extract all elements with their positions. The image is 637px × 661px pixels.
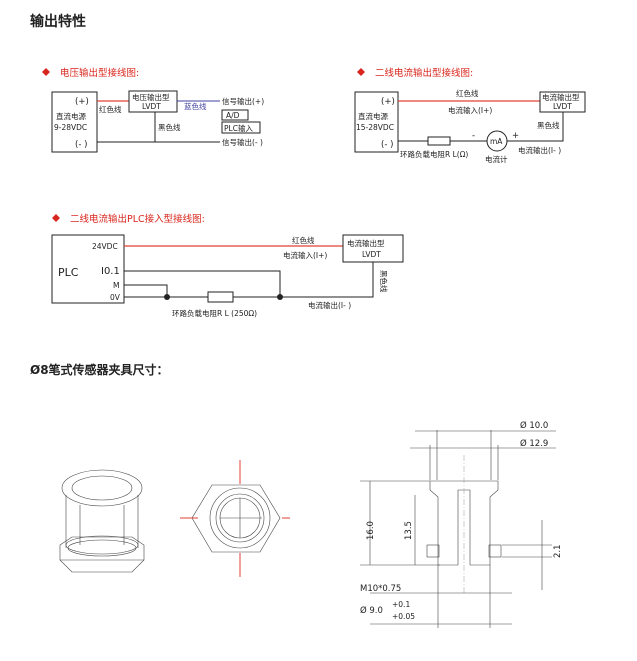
- m-label: M: [113, 281, 119, 290]
- lvdt-model: LVDT: [362, 250, 381, 259]
- voltage-heading: 电压输出型接线图:: [60, 67, 139, 79]
- supply-name: 直流电源: [56, 111, 86, 121]
- voltage-diagram: 电压输出型接线图: (+) 直流电源 9-28VDC (- ) 红色线 电压输出…: [42, 67, 264, 153]
- resistor-label: 环路负载电阻R L (250Ω): [172, 308, 257, 318]
- meter-label: mA: [490, 137, 503, 146]
- ad-label: A/D: [226, 111, 240, 120]
- v0-label: 0V: [110, 293, 121, 302]
- supply-range: 9-28VDC: [54, 123, 87, 132]
- dim-flange-diameter: Ø 12.9: [520, 438, 548, 449]
- plc-label: PLC: [58, 266, 79, 279]
- dim-nut-thickness: 2.1: [553, 544, 563, 558]
- current-in-label: 电流输入(I+): [448, 105, 492, 115]
- supply-name: 直流电源: [358, 111, 388, 121]
- fixture-heading: Ø8笔式传感器夹具尺寸：: [30, 362, 169, 377]
- red-wire-label: 红色线: [456, 88, 479, 98]
- current-out-label: 电流输出(I- ): [518, 145, 561, 155]
- current-in-label: 电流输入(I+): [283, 250, 327, 260]
- black-wire-label: 黑色线: [158, 122, 181, 132]
- dim-thread: M10*0.75: [360, 584, 401, 594]
- resistor-icon: [427, 136, 451, 146]
- ammeter-icon: [486, 130, 508, 152]
- tolerance-upper: +0.1: [392, 600, 410, 609]
- supply-box: [51, 91, 98, 153]
- blue-wire-label: 蓝色线: [184, 101, 207, 111]
- supply-minus: (- ): [381, 140, 393, 150]
- supply-plus: (+): [75, 97, 89, 107]
- current-heading: 二线电流输出型接线图:: [375, 67, 473, 79]
- fixture-dimension-drawing: Ø 10.0 Ø 12.9 16.0 13.5 2.1 M10*0.75 Ø 9…: [360, 420, 563, 628]
- lvdt-label: 电流输出型: [347, 238, 385, 248]
- supply-minus: (- ): [75, 140, 87, 150]
- red-wire-label: 红色线: [292, 235, 315, 245]
- bullet-icon: [42, 68, 50, 76]
- v24-label: 24VDC: [92, 242, 118, 251]
- signal-minus-label: 信号输出(- ): [222, 137, 263, 147]
- page-title: 输出特性: [30, 13, 86, 30]
- lvdt-label: 电流输出型: [542, 92, 580, 102]
- lvdt-model: LVDT: [553, 102, 572, 111]
- iq-label: I0.1: [101, 266, 120, 277]
- lvdt-label: 电压输出型: [132, 92, 170, 102]
- dim-total-height: 16.0: [366, 521, 376, 540]
- plus-sign: +: [512, 131, 519, 141]
- meter-name: 电流计: [485, 154, 508, 164]
- black-wire-label: 黑色线: [537, 120, 560, 130]
- resistor-icon: [207, 291, 234, 303]
- fixture-top-view-drawing: [180, 460, 290, 577]
- black-wire-label: 黑色线: [379, 270, 389, 293]
- fixture-isometric-drawing: [59, 469, 145, 573]
- dim-body-height: 13.5: [404, 521, 414, 540]
- tolerance-lower: +0.05: [392, 612, 415, 621]
- plc-heading: 二线电流输出PLC接入型接线图:: [70, 213, 205, 225]
- plc-input-label: PLC输入: [224, 123, 253, 133]
- lvdt-model: LVDT: [142, 102, 161, 111]
- resistor-label: 环路负载电阻R L(Ω): [400, 149, 468, 159]
- red-wire-label: 红色线: [99, 104, 122, 114]
- dim-bore-diameter: Ø 9.0: [360, 605, 383, 616]
- bullet-icon: [52, 214, 60, 222]
- current-diagram: 二线电流输出型接线图: (+) 直流电源 15-28VDC (- ) 红色线 电…: [354, 67, 586, 164]
- supply-range: 15-28VDC: [356, 123, 394, 132]
- current-out-label: 电流输出(I- ): [308, 300, 351, 310]
- plc-diagram: 二线电流输出PLC接入型接线图: 24VDC PLC I0.1 M 0V 红色线…: [51, 213, 404, 318]
- bullet-icon: [357, 68, 365, 76]
- dim-outer-diameter: Ø 10.0: [520, 420, 548, 431]
- supply-plus: (+): [381, 97, 395, 107]
- signal-plus-label: 信号输出(+): [222, 96, 264, 106]
- minus-sign: -: [472, 131, 475, 141]
